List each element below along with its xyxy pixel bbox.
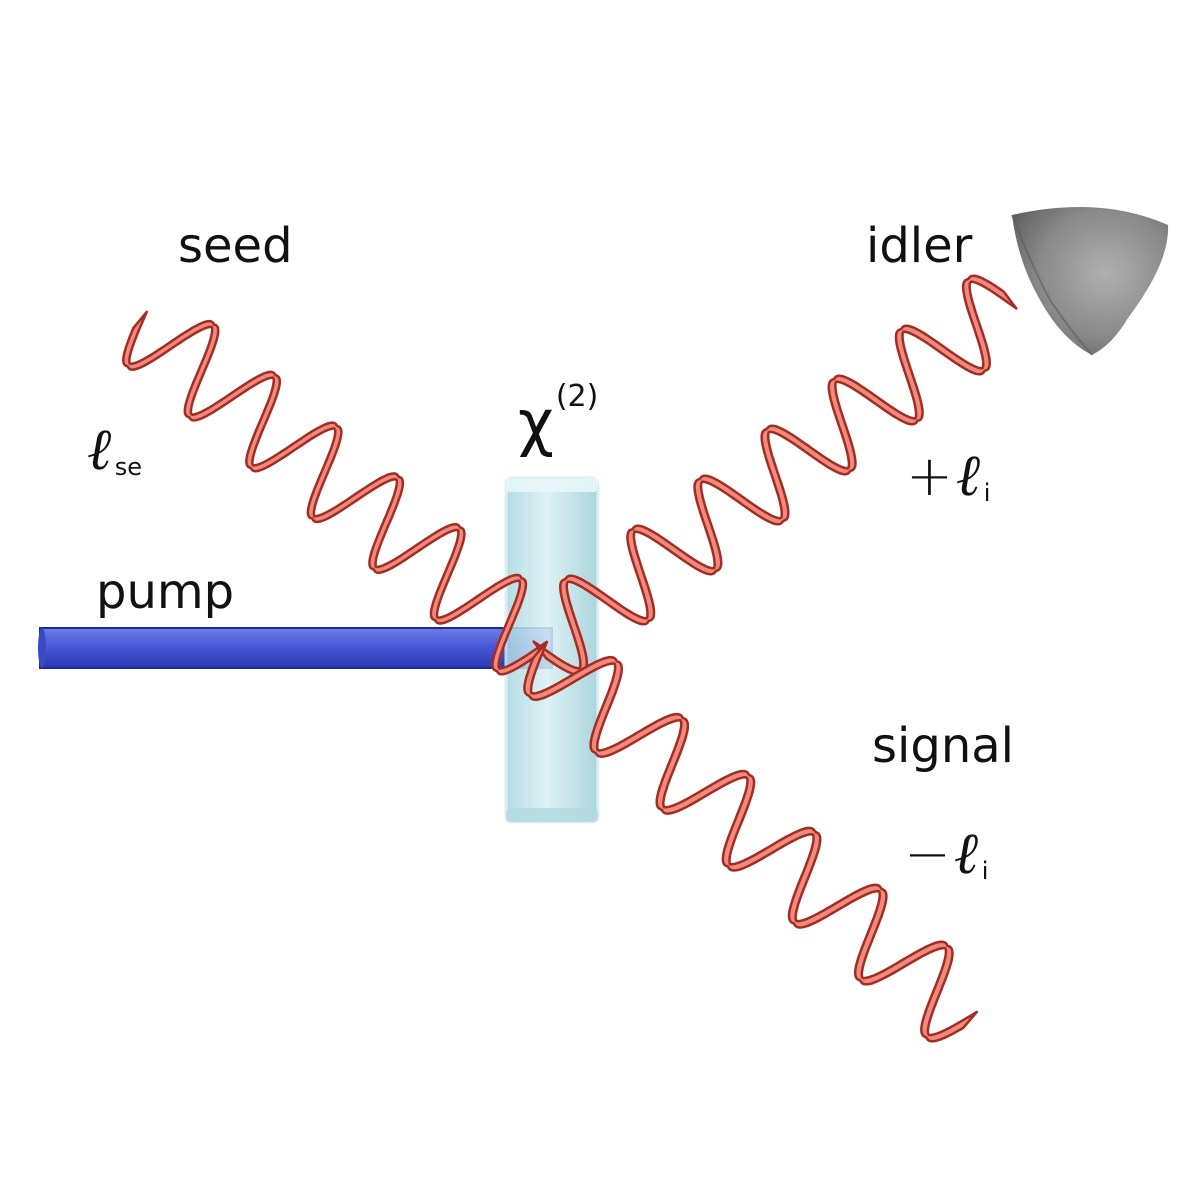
idler-oam-label: +ℓi: [906, 446, 990, 505]
seed-oam-label: ℓse: [88, 420, 142, 479]
chi2-label: χ(2): [518, 382, 598, 454]
signal-oam-label: −ℓi: [904, 824, 988, 883]
idler-ell-sub: i: [983, 479, 991, 507]
signal-ell-sub: i: [981, 857, 989, 885]
seed-ell: ℓ: [88, 415, 113, 483]
signal-wave: [523, 640, 979, 1043]
seed-ell-sub: se: [114, 453, 143, 481]
idler-ell: ℓ: [956, 441, 982, 509]
chi-symbol: χ: [518, 386, 554, 459]
pump-beam: [38, 627, 553, 669]
signal-sign: −: [904, 822, 951, 887]
signal-ell: ℓ: [954, 819, 980, 887]
idler-wave: [532, 274, 1018, 676]
pump-label: pump: [96, 564, 235, 620]
chi2-crystal: [504, 476, 600, 824]
seed-label: seed: [178, 218, 293, 274]
idler-sign: +: [906, 444, 953, 509]
chi-order: (2): [555, 379, 599, 414]
idler-label: idler: [866, 218, 973, 274]
signal-label: signal: [872, 718, 1014, 774]
detector: [1011, 207, 1169, 356]
